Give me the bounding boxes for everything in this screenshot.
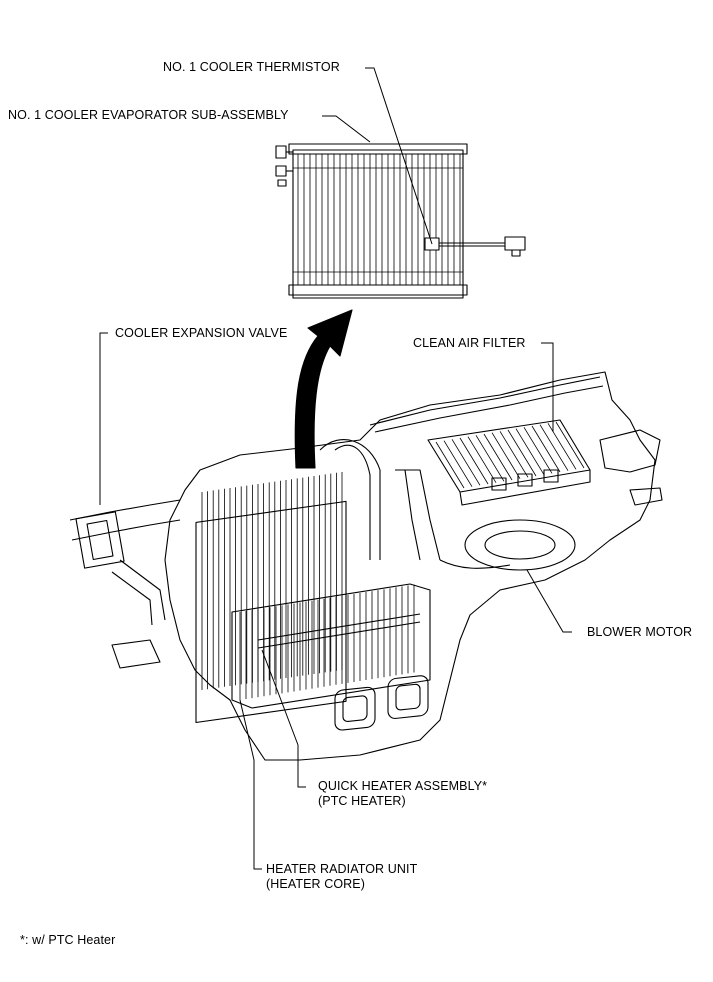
label-expansion-valve: COOLER EXPANSION VALVE — [115, 326, 288, 340]
label-blower-motor: BLOWER MOTOR — [587, 625, 693, 639]
label-heater-radiator: HEATER RADIATOR UNIT (HEATER CORE) — [266, 862, 417, 892]
evaporator-illustration — [275, 143, 468, 299]
curved-arrow — [294, 309, 353, 469]
label-evaporator: NO. 1 COOLER EVAPORATOR SUB-ASSEMBLY — [8, 108, 289, 122]
label-heater-radiator-line1: HEATER RADIATOR UNIT — [266, 862, 418, 876]
hvac-unit-illustration — [69, 371, 663, 761]
label-quick-heater: QUICK HEATER ASSEMBLY* (PTC HEATER) — [318, 779, 487, 809]
label-quick-heater-line1: QUICK HEATER ASSEMBLY* — [318, 779, 488, 793]
leader-lines — [99, 67, 572, 870]
label-quick-heater-line2: (PTC HEATER) — [318, 794, 406, 808]
label-thermistor: NO. 1 COOLER THERMISTOR — [163, 60, 340, 74]
thermistor-illustration — [424, 236, 526, 257]
label-heater-radiator-line2: (HEATER CORE) — [266, 877, 365, 891]
label-clean-air-filter: CLEAN AIR FILTER — [413, 336, 526, 350]
footnote: *: w/ PTC Heater — [20, 933, 116, 947]
